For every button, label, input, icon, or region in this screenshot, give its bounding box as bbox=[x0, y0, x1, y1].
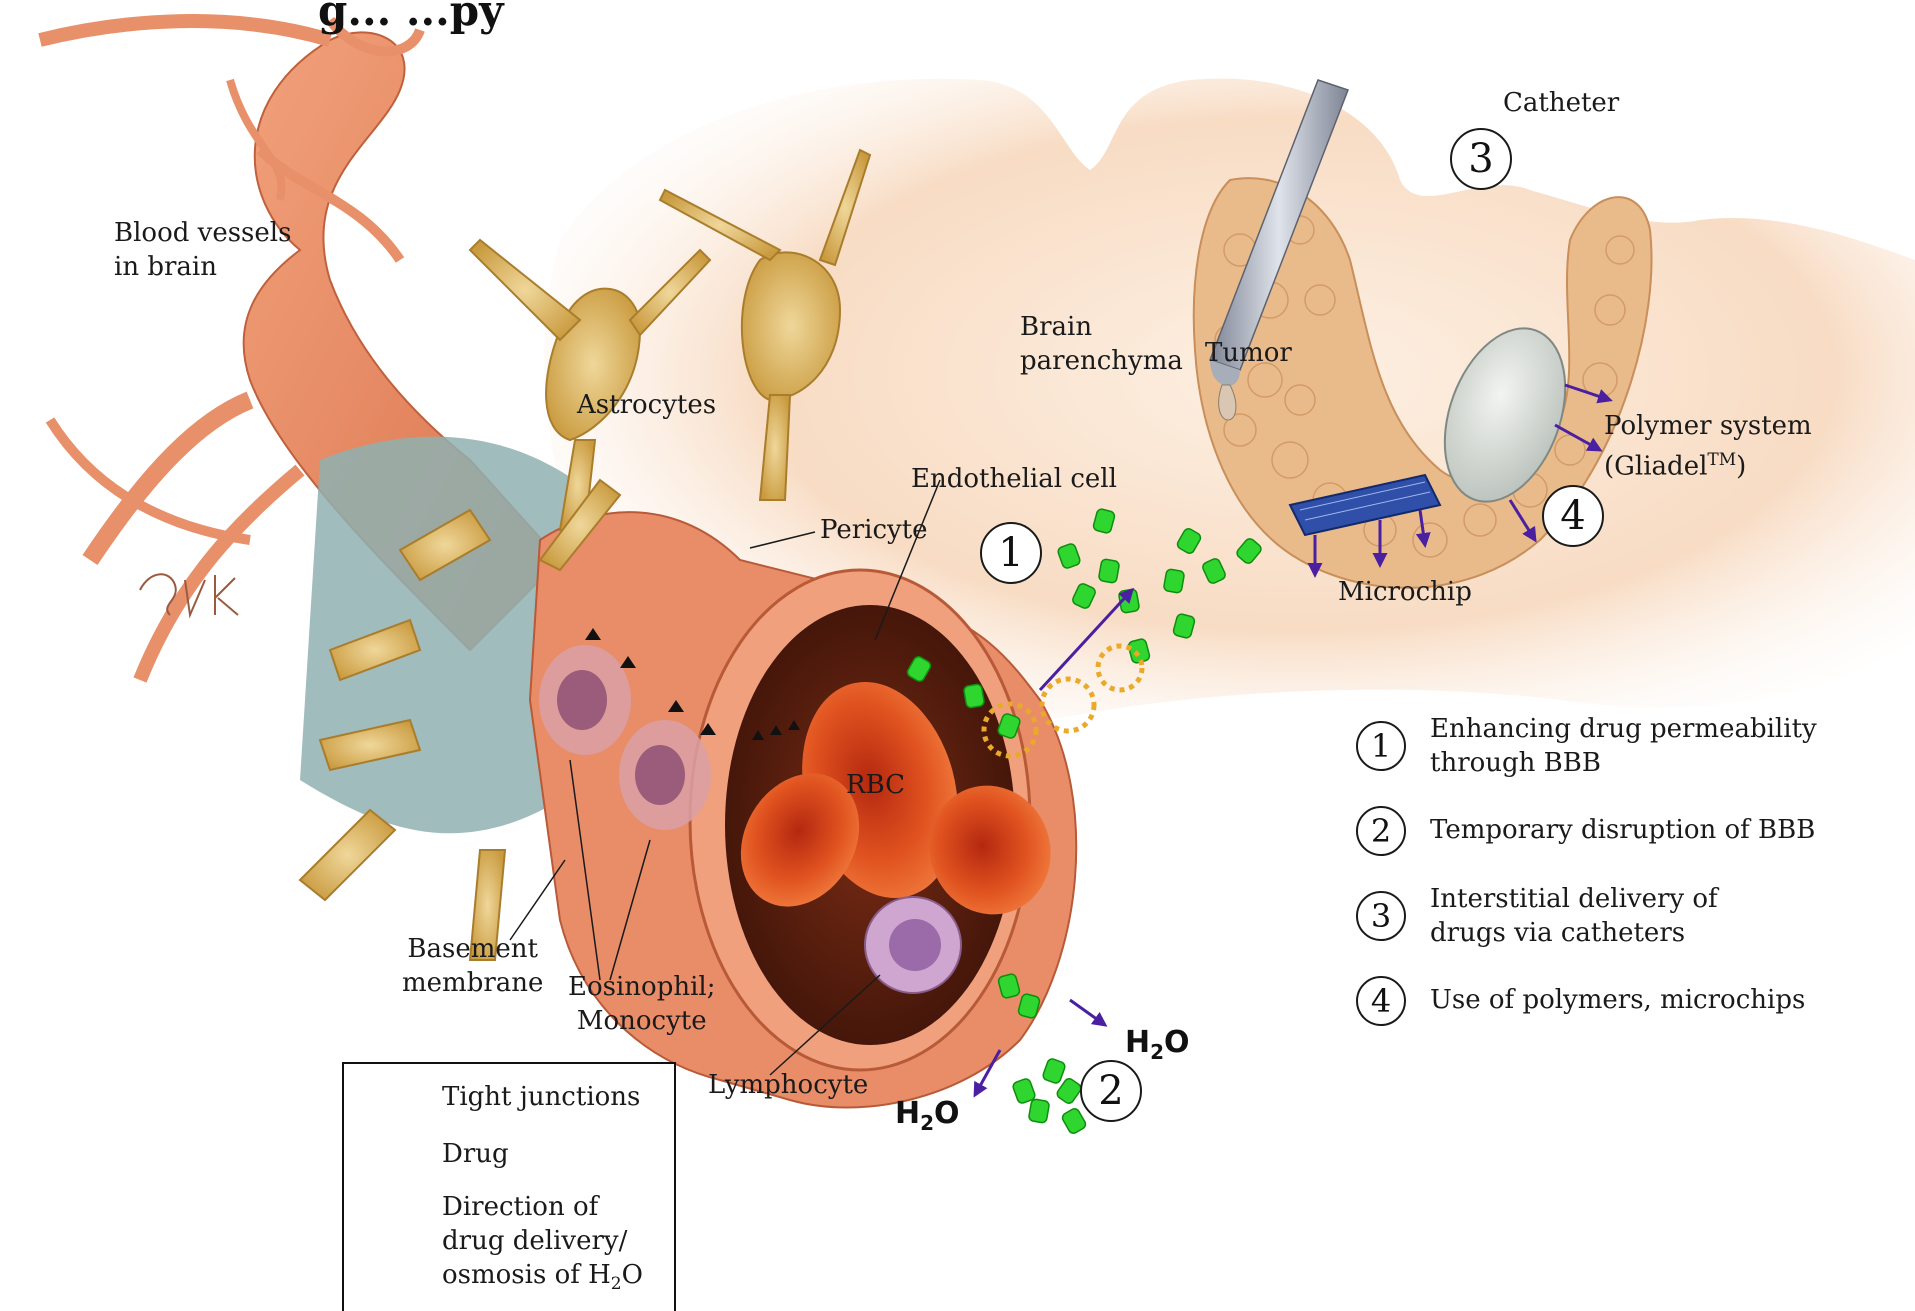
label-eosinophil-line: Eosinophil; bbox=[568, 970, 715, 1004]
label-polymer-system-line1: Polymer system bbox=[1604, 409, 1812, 443]
label-brain-parenchyma: Brain parenchyma bbox=[1020, 310, 1183, 378]
legend-osmosis-text: osmosis of H bbox=[442, 1260, 611, 1290]
key-1-badge: 1 bbox=[1356, 721, 1406, 771]
legend-direction-label: Direction of drug delivery/ osmosis of H… bbox=[442, 1190, 643, 1301]
marker-2: 2 bbox=[1080, 1060, 1142, 1122]
label-endothelial-cell: Endothelial cell bbox=[911, 462, 1117, 496]
label-blood-vessels: Blood vessels in brain bbox=[114, 216, 291, 284]
legend-drug-label: Drug bbox=[442, 1137, 509, 1171]
key-1-line1: Enhancing drug permeability bbox=[1430, 712, 1817, 746]
key-3-badge: 3 bbox=[1356, 891, 1406, 941]
label-h2o-right: H2O bbox=[1125, 1025, 1190, 1064]
label-microchip: Microchip bbox=[1338, 575, 1472, 609]
label-brain-parenchyma-line1: Brain bbox=[1020, 310, 1183, 344]
key-2-text: Temporary disruption of BBB bbox=[1430, 813, 1815, 847]
label-basement-membrane: Basement membrane bbox=[402, 932, 543, 1000]
key-3-line1: Interstitial delivery of bbox=[1430, 882, 1718, 916]
legend-osmosis-tail: O bbox=[622, 1260, 643, 1290]
h2o-left-o: O bbox=[934, 1096, 960, 1131]
label-polymer-system: Polymer system (GliadelTM) bbox=[1604, 409, 1812, 484]
label-blood-vessels-line2: in brain bbox=[114, 250, 291, 284]
label-catheter: Catheter bbox=[1503, 86, 1619, 120]
legend-osmosis-sub: 2 bbox=[611, 1274, 622, 1294]
marker-1: 1 bbox=[980, 522, 1042, 584]
key-4-text: Use of polymers, microchips bbox=[1430, 983, 1805, 1017]
legend-direction-line1: Direction of bbox=[442, 1190, 643, 1224]
key-1-line2: through BBB bbox=[1430, 746, 1817, 780]
h2o-left-h: H bbox=[895, 1096, 920, 1131]
label-polymer-system-line2: (GliadelTM) bbox=[1604, 443, 1812, 484]
marker-4: 4 bbox=[1542, 485, 1604, 547]
label-eosinophil-monocyte: Eosinophil; Monocyte bbox=[568, 970, 715, 1038]
label-polymer-close: ) bbox=[1736, 452, 1746, 482]
label-basement-membrane-line2: membrane bbox=[402, 966, 543, 1000]
label-basement-membrane-line1: Basement bbox=[402, 932, 543, 966]
label-pericyte: Pericyte bbox=[820, 513, 928, 547]
key-2-badge: 2 bbox=[1356, 806, 1406, 856]
h2o-right-h: H bbox=[1125, 1025, 1150, 1060]
key-1-text: Enhancing drug permeability through BBB bbox=[1430, 712, 1817, 780]
h2o-right-o: O bbox=[1164, 1025, 1190, 1060]
marker-3: 3 bbox=[1450, 128, 1512, 190]
label-blood-vessels-line1: Blood vessels bbox=[114, 216, 291, 250]
label-astrocytes: Astrocytes bbox=[577, 388, 716, 422]
h2o-left-sub: 2 bbox=[920, 1111, 934, 1135]
label-h2o-left: H2O bbox=[895, 1096, 960, 1135]
label-gliadel: (Gliadel bbox=[1604, 452, 1707, 482]
key-3-line2: drugs via catheters bbox=[1430, 916, 1718, 950]
label-rbc: RBC bbox=[846, 768, 905, 802]
page-title: g... ...py bbox=[318, 0, 504, 35]
label-brain-parenchyma-line2: parenchyma bbox=[1020, 344, 1183, 378]
label-lymphocyte: Lymphocyte bbox=[708, 1068, 868, 1102]
legend-direction-line2: drug delivery/ bbox=[442, 1224, 643, 1258]
label-monocyte-line: Monocyte bbox=[568, 1004, 715, 1038]
label-tumor: Tumor bbox=[1205, 336, 1292, 370]
key-4-badge: 4 bbox=[1356, 976, 1406, 1026]
legend-direction-line3: osmosis of H2O bbox=[442, 1258, 643, 1301]
h2o-right-sub: 2 bbox=[1150, 1040, 1164, 1064]
label-tm: TM bbox=[1707, 450, 1736, 470]
legend-tight-junctions-label: Tight junctions bbox=[442, 1080, 640, 1114]
key-3-text: Interstitial delivery of drugs via cathe… bbox=[1430, 882, 1718, 950]
lymphocyte-shape bbox=[865, 897, 961, 993]
